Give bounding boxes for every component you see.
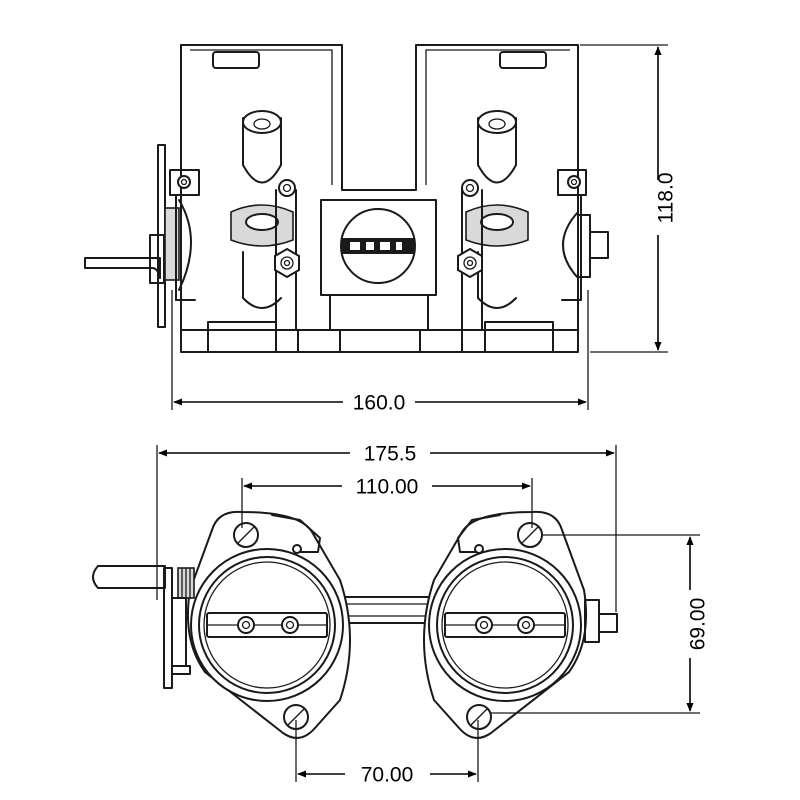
bottom-left-lever xyxy=(92,565,195,689)
dim-label-70: 70.00 xyxy=(361,763,414,786)
bottom-view: 175.5 110.00 69.00 70.00 xyxy=(92,442,709,786)
sensor-box xyxy=(320,199,437,331)
right-stop-assembly xyxy=(557,169,609,301)
dim-label-110: 110.00 xyxy=(356,475,419,498)
right-flange xyxy=(423,510,588,739)
dim-bolt-70: 70.00 xyxy=(295,720,479,786)
left-lever-assembly xyxy=(84,144,200,328)
dim-label-160: 160.0 xyxy=(353,391,406,414)
dim-overall-175: 175.5 xyxy=(156,442,617,612)
dim-width-160: 160.0 xyxy=(171,290,589,414)
dim-bolt-69: 69.00 xyxy=(490,534,709,714)
left-runner xyxy=(230,110,300,331)
dim-height-118: 118.0 xyxy=(580,44,677,353)
dim-label-69: 69.00 xyxy=(686,598,709,651)
dim-label-118: 118.0 xyxy=(654,173,677,224)
left-flange xyxy=(186,510,351,739)
top-view: 118.0 160.0 xyxy=(84,44,677,414)
right-runner xyxy=(457,110,529,331)
dim-label-175: 175.5 xyxy=(364,442,417,465)
dim-bolt-110: 110.00 xyxy=(241,475,533,528)
